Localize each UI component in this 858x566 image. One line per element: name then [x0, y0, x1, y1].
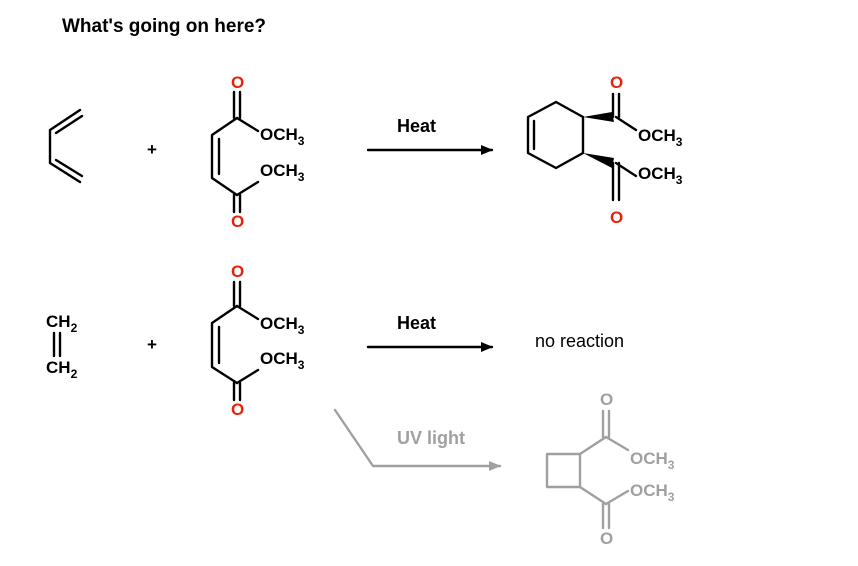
methoxy-label: OCH3: [638, 126, 683, 149]
page-title: What's going on here?: [62, 16, 267, 37]
ethylene-structure: CH2 CH2: [46, 312, 78, 381]
oxygen-atom-label: O: [231, 212, 244, 231]
methoxy-label: OCH3: [638, 164, 683, 187]
oxygen-atom-label: O: [231, 262, 244, 281]
oxygen-atom-label: O: [231, 400, 244, 419]
oxygen-atom-label: O: [231, 73, 244, 92]
cyclohexene-diester-product: O OCH3 OCH3 O: [526, 73, 683, 227]
methoxy-label: OCH3: [260, 161, 305, 184]
methoxy-label: OCH3: [260, 314, 305, 337]
methylene-label: CH2: [46, 312, 78, 335]
oxygen-atom-label: O: [610, 73, 623, 92]
dimethyl-maleate-1: O OCH3 OCH3 O: [210, 73, 305, 231]
methoxy-label: OCH3: [260, 349, 305, 372]
plus-sign-2: +: [147, 335, 157, 354]
methoxy-label: OCH3: [630, 449, 675, 472]
reaction-condition-heat: Heat: [397, 116, 436, 136]
plus-sign-1: +: [147, 140, 157, 159]
oxygen-atom-label: O: [600, 390, 613, 409]
oxygen-atom-label: O: [600, 529, 613, 548]
dimethyl-maleate-2: O OCH3 OCH3 O: [210, 262, 305, 419]
reaction-condition-uv-light: UV light: [397, 428, 465, 448]
butadiene-structure: [48, 108, 84, 184]
oxygen-atom-label: O: [610, 208, 623, 227]
methoxy-label: OCH3: [260, 125, 305, 148]
uv-reaction-arrow: [333, 408, 502, 471]
cyclobutane-diester-product: O OCH3 OCH3 O: [545, 390, 675, 548]
methoxy-label: OCH3: [630, 481, 675, 504]
no-reaction-text: no reaction: [535, 331, 624, 351]
reaction-condition-heat: Heat: [397, 313, 436, 333]
methylene-label: CH2: [46, 358, 78, 381]
